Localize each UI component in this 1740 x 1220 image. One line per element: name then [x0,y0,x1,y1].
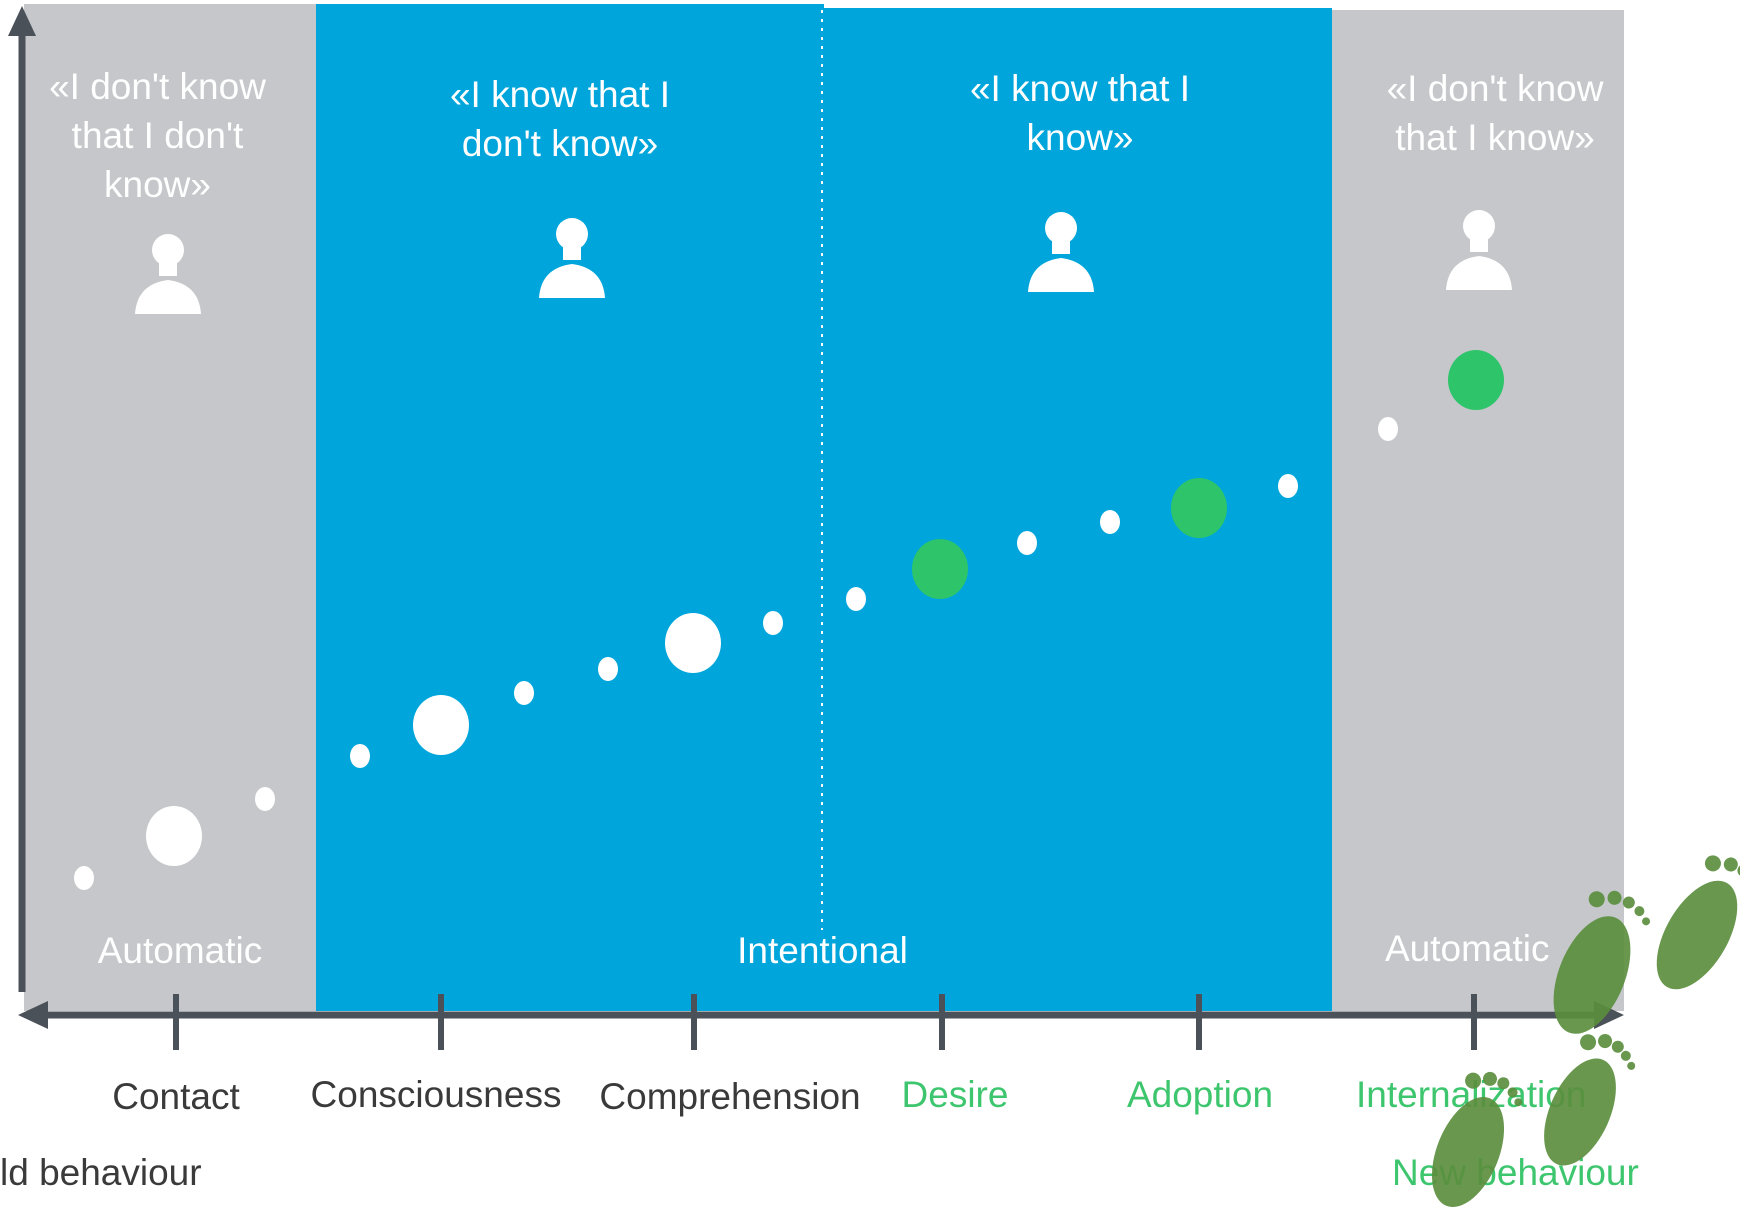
zone-quote-4: «I don't know that I know» [1386,68,1604,158]
milestone-dot [912,539,968,599]
progress-dot [350,744,370,768]
progress-dot [846,587,866,611]
person-icon [539,218,605,298]
zone-quote-1: «I don't know that I don't know» [49,66,266,205]
progress-dot [74,866,94,890]
progress-dot [514,681,534,705]
progress-dot [1017,531,1037,555]
milestone-dot [1171,478,1227,538]
vertical-axis [8,6,36,992]
progress-dot-large [665,613,721,673]
mode-label-automatic-left: Automatic [97,930,263,971]
person-icon [1446,210,1512,290]
stage-label-desire: Desire [901,1074,1009,1115]
zone-conscious-competence [824,8,1332,1011]
progress-dot [1278,474,1298,498]
axis-ticks [173,994,1477,1050]
progress-dot-large [146,806,202,866]
stage-label-comprehension: Comprehension [599,1076,861,1117]
milestone-dot [1448,350,1504,410]
person-icon [135,234,201,314]
zone-unconscious-competence [1332,10,1624,1011]
progress-dot [1378,417,1398,441]
zone-conscious-incompetence [316,4,824,1011]
progress-dot [255,787,275,811]
zone-quote-3: «I know that I know» [969,68,1191,158]
stage-label-contact: Contact [112,1076,240,1117]
mode-label-intentional: Intentional [737,930,908,971]
mode-label-automatic-right: Automatic [1385,928,1550,969]
old-behaviour-label: ld behaviour [0,1152,202,1193]
progress-dot-large [413,695,469,755]
progress-dot [598,657,618,681]
stage-label-adoption: Adoption [1126,1074,1274,1115]
stage-label-consciousness: Consciousness [310,1074,562,1115]
progress-dot [763,611,783,635]
person-icon [1028,212,1094,292]
progress-dot [1100,510,1120,534]
zone-quote-2: «I know that I don't know» [449,74,671,164]
